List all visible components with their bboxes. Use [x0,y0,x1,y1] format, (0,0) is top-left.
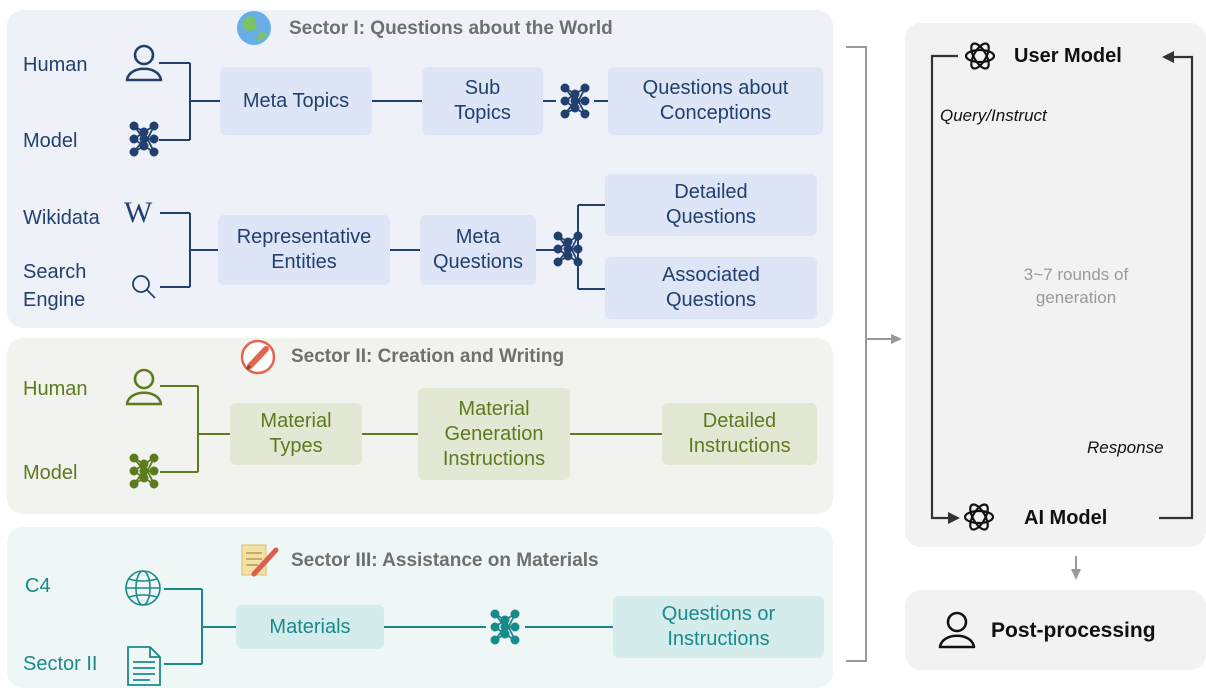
c4-label: C4 [25,575,51,597]
material-types-box: Material Types [230,403,362,465]
material-generation-instructions-box: Material Generation Instructions [418,388,570,480]
detailed-instructions-box: Detailed Instructions [662,403,817,465]
user-model-label: User Model [1014,45,1122,67]
neural-network-icon [129,453,159,489]
human-label: Human [23,54,88,76]
sub-topics-box: Sub Topics [422,67,543,135]
post-processing-label: Post-processing [991,619,1156,642]
questions-about-conceptions-box: Questions about Conceptions [608,67,823,135]
questions-or-instructions-box: Questions or Instructions [613,596,824,658]
human-label: Human [23,378,88,400]
model-label: Model [23,130,78,152]
neural-network-icon [560,83,590,119]
memo-emoji-icon [241,544,279,577]
sector-ii-label: Sector II [23,653,98,675]
sector-1-title: Sector I: Questions about the World [289,18,613,39]
neural-network-icon [553,231,583,267]
user-icon [125,44,163,82]
materials-box: Materials [236,605,384,649]
neural-network-icon [490,609,520,645]
globe-icon [125,570,161,606]
openai-icon [963,500,995,534]
wikidata-label: Wikidata [23,207,100,229]
associated-questions-box: Associated Questions [605,257,817,319]
wikipedia-icon: W [124,196,153,229]
sector-3-title: Sector III: Assistance on Materials [291,550,599,571]
search-icon [132,275,156,299]
globe-emoji-icon [237,11,271,45]
pencil-emoji-icon [240,339,276,375]
rounds-of-generation-label: 3~7 rounds of generation [1023,265,1129,307]
representative-entities-box: Representative Entities [218,215,390,285]
search-engine-label: Search Engine [23,261,87,311]
query-instruct-label: Query/Instruct [940,106,1047,125]
neural-network-icon [129,121,159,157]
detailed-questions-box: Detailed Questions [605,174,817,236]
openai-icon [964,39,996,73]
user-icon [125,368,163,406]
sector-2-title: Sector II: Creation and Writing [291,346,565,367]
ai-model-label: AI Model [1024,507,1108,529]
model-label: Model [23,462,78,484]
document-icon [127,646,161,686]
loop-panel [905,23,1206,547]
user-icon [938,611,976,649]
meta-questions-box: Meta Questions [420,215,536,285]
response-label: Response [1087,438,1164,457]
meta-topics-box: Meta Topics [220,67,372,135]
